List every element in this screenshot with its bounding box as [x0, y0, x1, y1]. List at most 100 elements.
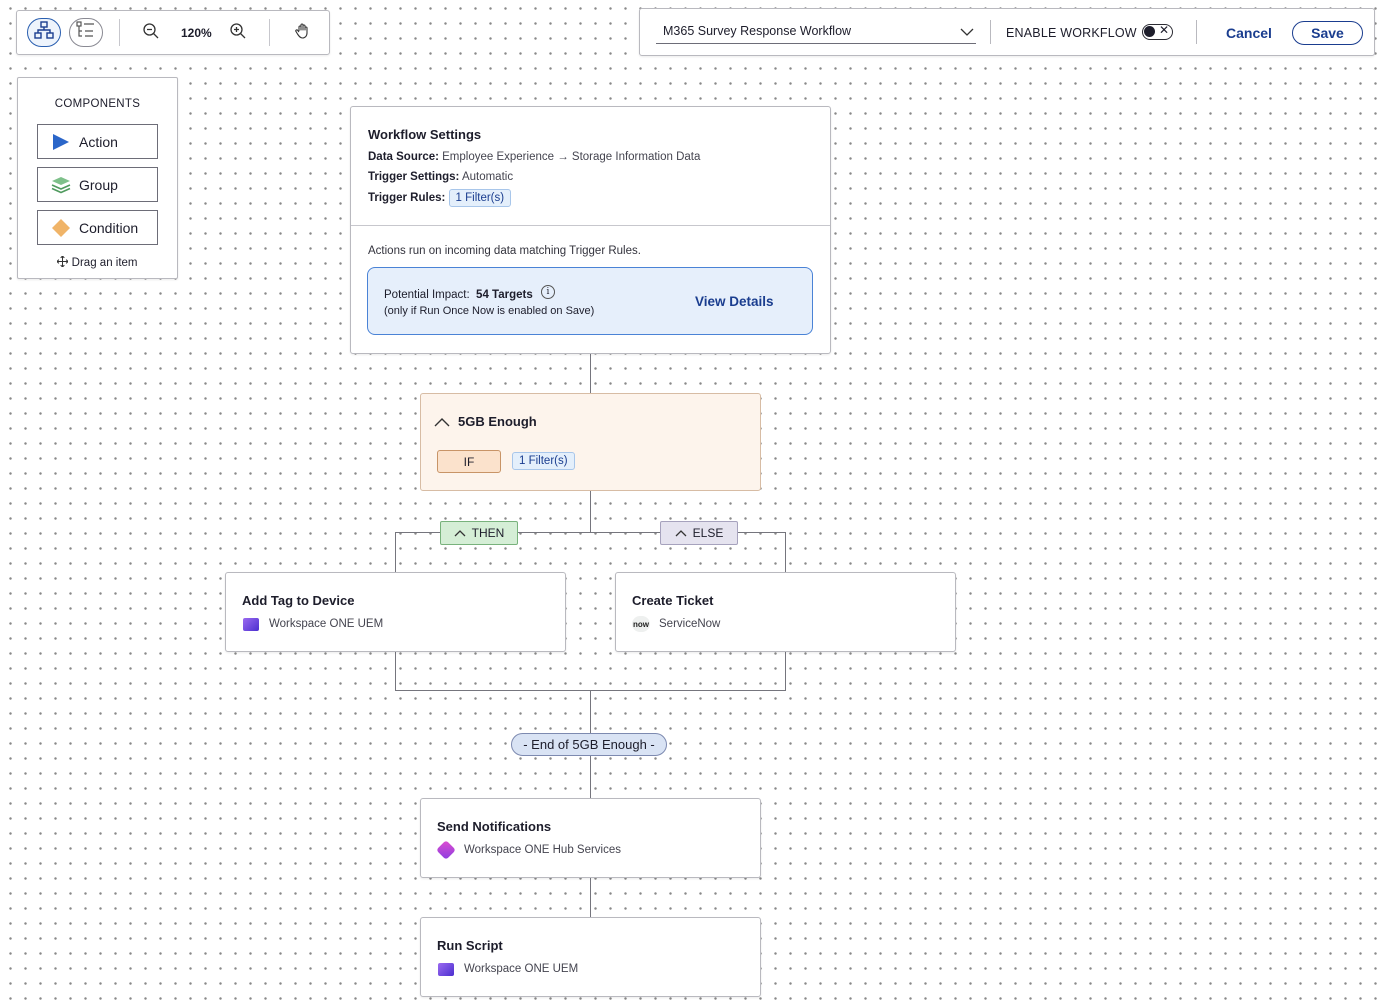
action-connector: Workspace ONE UEM: [437, 961, 578, 977]
settings-note: Actions run on incoming data matching Tr…: [368, 245, 641, 257]
component-group-label: Group: [79, 176, 118, 193]
condition-title: 5GB Enough: [458, 414, 537, 429]
zoom-out-button[interactable]: [139, 21, 163, 45]
action-play-icon: [51, 132, 71, 152]
enable-workflow-toggle[interactable]: ✕: [1142, 23, 1173, 40]
move-arrows-icon: [57, 255, 71, 269]
connector-name: Workspace ONE UEM: [269, 618, 384, 630]
else-branch-toggle[interactable]: ELSE: [660, 521, 738, 545]
toolbar-divider: [119, 19, 120, 46]
close-icon: ✕: [1158, 23, 1169, 37]
drag-hint: Drag an item: [18, 255, 177, 269]
potential-impact-box: Potential Impact: 54 Targets i (only if …: [367, 267, 813, 335]
hub-services-icon: [436, 840, 456, 860]
list-view-button[interactable]: [69, 18, 103, 47]
connector-merge-end: [590, 690, 591, 733]
if-chip[interactable]: IF: [437, 450, 501, 473]
impact-value: 54 Targets: [476, 289, 533, 301]
connector-then-up: [395, 650, 396, 690]
connector-else-up: [785, 650, 786, 690]
components-panel: COMPONENTS Action Group Condition Drag a…: [17, 77, 178, 279]
chevron-up-icon: [454, 526, 466, 540]
data-source-row: Data Source: Employee Experience → Stora…: [368, 151, 700, 163]
zoom-in-button[interactable]: [226, 21, 250, 45]
workflow-settings-card[interactable]: Workflow Settings Data Source: Employee …: [350, 106, 831, 354]
chevron-down-icon: [960, 24, 974, 42]
else-label: ELSE: [692, 526, 724, 540]
action-title: Send Notifications: [437, 819, 552, 834]
action-title: Create Ticket: [632, 593, 714, 608]
condition-card[interactable]: 5GB Enough IF 1 Filter(s): [420, 393, 761, 491]
data-source-label: Data Source:: [368, 151, 439, 163]
then-branch-toggle[interactable]: THEN: [440, 521, 518, 545]
connector-then-down: [395, 532, 396, 572]
servicenow-icon: now: [632, 616, 650, 632]
pan-tool-button[interactable]: [291, 21, 315, 45]
chevron-up-icon: [675, 526, 687, 540]
trigger-rules-filter-chip[interactable]: 1 Filter(s): [448, 189, 512, 207]
drag-hint-text: Drag an item: [71, 257, 138, 269]
enable-workflow-label: ENABLE WORKFLOW: [1006, 26, 1137, 40]
group-layers-icon: [51, 175, 71, 195]
condition-filter-chip[interactable]: 1 Filter(s): [512, 452, 575, 470]
connector-end-notify: [590, 756, 591, 798]
trigger-rules-label: Trigger Rules:: [368, 192, 446, 204]
impact-label: Potential Impact:: [384, 289, 470, 301]
connector-settings-condition: [590, 352, 591, 393]
workflow-name: M365 Survey Response Workflow: [663, 24, 852, 38]
data-source-value: Employee Experience → Storage Informatio…: [442, 151, 701, 163]
action-title: Add Tag to Device: [242, 593, 355, 608]
component-condition[interactable]: Condition: [37, 210, 158, 245]
then-label: THEN: [471, 526, 505, 540]
component-group[interactable]: Group: [37, 167, 158, 202]
trigger-settings-row: Trigger Settings: Automatic: [368, 171, 513, 183]
action-connector: Workspace ONE Hub Services: [436, 840, 622, 860]
workspace-one-uem-icon: [437, 961, 455, 977]
list-view-icon: [76, 21, 96, 44]
view-details-link[interactable]: View Details: [695, 294, 774, 309]
action-card-send-notifications[interactable]: Send Notifications Workspace ONE Hub Ser…: [420, 798, 761, 878]
header-divider: [1196, 20, 1197, 44]
trigger-settings-value: Automatic: [461, 171, 514, 183]
zoom-level: 120%: [181, 26, 212, 40]
action-title: Run Script: [437, 938, 503, 953]
connector-name: Workspace ONE UEM: [464, 963, 579, 975]
canvas-toolbar: 120%: [16, 10, 330, 55]
workflow-name-select[interactable]: M365 Survey Response Workflow: [656, 19, 976, 44]
components-title: COMPONENTS: [54, 98, 141, 110]
hierarchy-view-button[interactable]: [27, 18, 61, 47]
hand-pan-icon: [294, 22, 312, 45]
component-action[interactable]: Action: [37, 124, 158, 159]
save-button[interactable]: Save: [1292, 21, 1363, 45]
condition-diamond-icon: [51, 218, 71, 238]
trigger-rules-row: Trigger Rules: 1 Filter(s): [368, 189, 512, 207]
connector-notify-script: [590, 876, 591, 917]
component-action-label: Action: [79, 133, 118, 150]
settings-title: Workflow Settings: [368, 127, 482, 142]
toggle-knob: [1144, 26, 1155, 37]
connector-else-down: [785, 532, 786, 572]
workflow-header: M365 Survey Response Workflow ENABLE WOR…: [639, 8, 1375, 56]
impact-note: (only if Run Once Now is enabled on Save…: [384, 305, 595, 317]
trigger-settings-label: Trigger Settings:: [368, 171, 460, 183]
info-icon[interactable]: i: [541, 285, 555, 299]
hierarchy-view-icon: [34, 21, 54, 44]
workspace-one-uem-icon: [242, 616, 260, 632]
settings-divider: [351, 225, 830, 226]
connector-name: ServiceNow: [659, 618, 721, 630]
action-card-create-ticket[interactable]: Create Ticket now ServiceNow: [615, 572, 956, 652]
component-condition-label: Condition: [79, 219, 139, 236]
connector-condition-branch: [590, 489, 591, 532]
toolbar-divider: [269, 19, 270, 46]
chevron-up-icon[interactable]: [434, 414, 450, 432]
cancel-button[interactable]: Cancel: [1226, 25, 1272, 41]
action-connector: now ServiceNow: [632, 616, 720, 632]
connector-name: Workspace ONE Hub Services: [464, 844, 622, 856]
impact-line: Potential Impact: 54 Targets: [384, 289, 533, 301]
action-card-run-script[interactable]: Run Script Workspace ONE UEM: [420, 917, 761, 997]
servicenow-logo-text: now: [632, 616, 650, 632]
header-divider: [990, 20, 991, 44]
action-card-add-tag[interactable]: Add Tag to Device Workspace ONE UEM: [225, 572, 566, 652]
connector-branch-top: [395, 532, 785, 533]
end-of-condition-pill: - End of 5GB Enough -: [511, 733, 667, 756]
